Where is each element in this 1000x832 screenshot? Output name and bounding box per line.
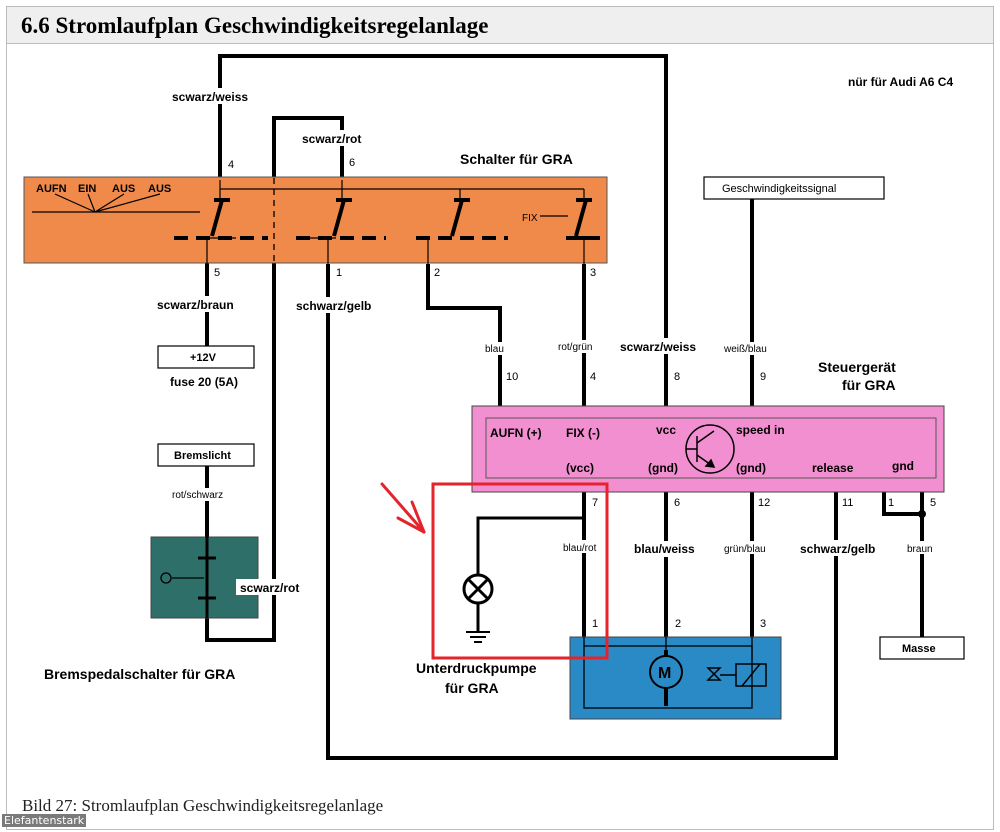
schalter-pin-5: 5 [214,267,220,279]
wire-label-bremse-rot: scwarz/rot [240,581,299,595]
pos-label-aus-2: AUS [148,183,171,195]
pumpe-pin-1: 1 [592,618,598,630]
switch-lever-1 [210,199,224,237]
model-note: nür für Audi A6 C4 [848,75,953,89]
schalter-pin-4: 4 [228,159,234,171]
schalter-pin-2: 2 [434,267,440,279]
wire-label-rotschwarz: rot/schwarz [172,490,223,501]
page-title: 6.6 Stromlaufplan Geschwindigkeitsregela… [21,13,489,38]
in-label-vcc: vcc [656,423,676,437]
schalter-box [23,176,608,264]
pumpe-pin-2: 2 [675,618,681,630]
steuergeraet-title-2: für GRA [842,377,896,393]
bremslicht-box [157,443,255,467]
pumpe-pin-3: 3 [760,618,766,630]
wire-label-5: scwarz/braun [157,298,234,312]
supply-label: +12V [190,352,217,364]
masse-label: Masse [902,643,936,655]
wire-label-4: scwarz/weiss [172,90,248,104]
wire-label-rotgruen: rot/grün [558,342,592,353]
wire-label-vcc: scwarz/weiss [620,340,696,354]
highlight-arrow [380,482,426,534]
figure-caption: Bild 27: Stromlaufplan Geschwindigkeitsr… [22,796,384,815]
wire-gnd-1 [882,490,924,516]
sg-pin-7: 7 [592,497,598,509]
sg-pin-10: 10 [506,371,518,383]
fix-label: FIX [522,213,538,224]
wire-label-gruenblau: grün/blau [724,544,766,555]
wire-label-6: scwarz/rot [302,132,361,146]
watermark: Elefantenstark [2,814,87,827]
schalter-pin-1: 1 [336,267,342,279]
bremslicht-label: Bremslicht [174,450,231,462]
ground-icon [466,631,490,643]
out-label-release: release [812,461,854,475]
pos-label-aufn: AUFN [36,183,67,195]
sg-pin-5: 5 [930,497,936,509]
wire-label-braun: braun [907,544,933,555]
wire-label-1: schwarz/gelb [296,299,371,313]
out-label-vcc: (vcc) [566,461,594,475]
wire-label-blauweiss: blau/weiss [634,542,695,556]
fuse-label: fuse 20 (5A) [170,375,238,389]
pumpe-title-2: für GRA [445,680,499,696]
junction-dot [918,510,926,518]
in-label-fix: FIX (-) [566,426,600,440]
switch-lever-2 [332,199,346,237]
bremsschalter-box [150,536,259,619]
highlight-box [431,482,609,660]
steuergeraet-box [471,405,945,493]
motor-icon [649,650,683,706]
bremsschalter-title: Bremspedalschalter für GRA [44,666,235,682]
wire-label-speed: weiß/blau [723,344,767,355]
switch-lever-4 [574,199,588,237]
wire-loop-top [218,54,668,370]
supply-box [157,345,255,369]
sg-pin-1: 1 [888,497,894,509]
transistor-icon [685,424,735,474]
diagram-frame [6,44,994,830]
sg-pin-9: 9 [760,371,766,383]
pos-label-aus-1: AUS [112,183,135,195]
speed-signal-label: Geschwindigkeitssignal [722,183,836,195]
wire-label-blaurot: blau/rot [563,543,597,554]
wire-blau [426,264,502,408]
switch-lever-3 [450,199,464,237]
in-label-aufn: AUFN (+) [490,426,542,440]
sg-pin-11: 11 [842,497,853,509]
header-bar: 6.6 Stromlaufplan Geschwindigkeitsregela… [6,6,994,44]
wire-scwarz-rot [205,116,344,642]
sg-pin-6: 6 [674,497,680,509]
steuergeraet-title-1: Steuergerät [818,359,896,375]
pumpe-title-1: Unterdruckpumpe [416,660,537,676]
speed-signal-box [703,176,885,200]
sg-pin-12: 12 [758,497,770,509]
wire-schwarz-gelb [326,264,838,760]
out-label-gnd-3: gnd [892,459,914,473]
pos-label-ein: EIN [78,183,96,195]
in-label-speed: speed in [736,423,785,437]
schalter-pin-3: 3 [590,267,596,279]
sg-pin-8: 8 [674,371,680,383]
sg-pin-4: 4 [590,371,596,383]
motor-label: M [658,665,671,682]
out-label-gnd-2: (gnd) [736,461,766,475]
wire-label-blau: blau [485,344,504,355]
wire-label-schwarzgelb: schwarz/gelb [800,542,875,556]
out-label-gnd-1: (gnd) [648,461,678,475]
valve-icon [706,663,767,687]
masse-box [879,636,965,660]
schalter-title: Schalter für GRA [460,151,573,167]
schalter-pin-6: 6 [349,157,355,169]
lamp-circuit [462,516,584,632]
